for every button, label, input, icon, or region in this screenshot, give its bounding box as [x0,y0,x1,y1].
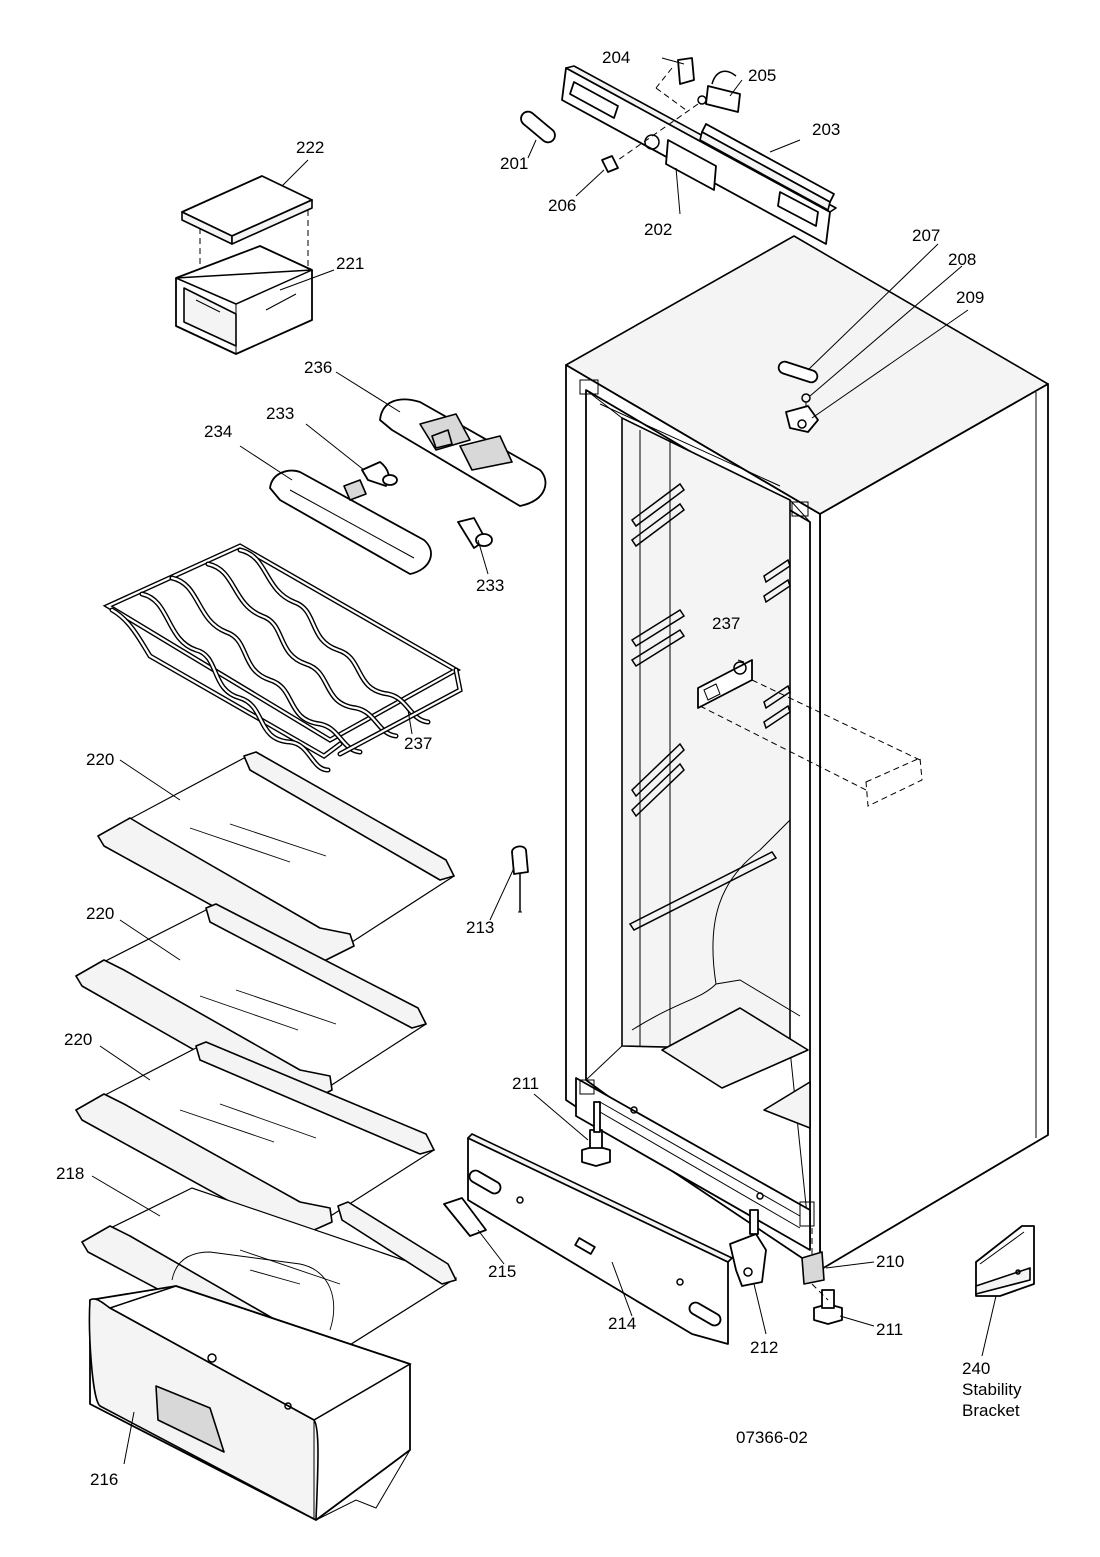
label-212: 212 [750,1338,779,1357]
label-218: 218 [56,1164,85,1183]
label-205: 205 [748,66,777,85]
control-housing-202 [561,65,837,245]
thermostat-205 [617,70,741,161]
label-216: 216 [90,1470,119,1489]
kickplate-214 [467,1133,733,1345]
light-housing-236 [379,398,547,507]
label-209: 209 [956,288,985,307]
label-208: 208 [948,250,977,269]
label-233-upper: 233 [266,404,295,423]
label-234: 234 [204,422,233,441]
glass-shelf-220-top [96,751,456,965]
label-201: 201 [500,154,529,173]
label-206: 206 [548,196,577,215]
leveling-leg-211-right [813,1289,843,1325]
label-222: 222 [296,138,325,157]
label-211-right: 211 [876,1320,904,1339]
label-201-204: 204 [602,48,631,67]
stability-bracket-240 [975,1225,1035,1297]
label-236: 236 [304,358,333,377]
leveling-leg-211-left [581,1101,611,1167]
block-210 [801,1228,829,1301]
label-240: 240 [962,1359,991,1378]
light-shield-234 [269,469,432,575]
label-bracket: Bracket [962,1401,1020,1420]
bulb-233-lower [457,517,493,549]
label-220-bottom: 220 [64,1030,93,1049]
deli-drawer-221 [175,245,313,355]
label-220-middle: 220 [86,904,115,923]
label-214: 214 [608,1314,637,1333]
label-237-rack: 237 [404,734,433,753]
wine-rack-237 [102,543,463,773]
cabinet [565,235,1049,1271]
deli-cover-222 [181,175,313,290]
label-211-left: 211 [512,1074,540,1093]
rack-bracket-237 [697,659,923,807]
hinge-parts-207-209 [777,360,819,433]
bracket-215 [443,1197,487,1237]
glass-shelf-220-bottom [74,1041,436,1239]
probe-213 [511,845,529,913]
bracket-212 [729,1209,767,1287]
label-207: 207 [912,226,941,245]
label-213: 213 [466,918,495,937]
label-stability: Stability [962,1380,1022,1399]
bulb-233-upper [361,461,398,487]
label-233-lower: 233 [476,576,505,595]
label-220-top: 220 [86,750,115,769]
label-210: 210 [876,1252,905,1271]
label-202: 202 [644,220,673,239]
leader-lines [91,57,997,1465]
light-shield-203 [699,123,835,211]
label-215: 215 [488,1262,517,1281]
crisper-drawer-216 [88,1285,412,1521]
label-203: 203 [812,120,841,139]
knob-206 [601,155,619,173]
lens-201 [520,110,556,144]
stability-bracket-caption: 240 Stability Bracket [962,1358,1022,1421]
switch-204 [655,57,695,111]
label-237-bracket: 237 [712,614,741,633]
label-221: 221 [336,254,365,273]
figure-code: 07366-02 [736,1428,808,1447]
